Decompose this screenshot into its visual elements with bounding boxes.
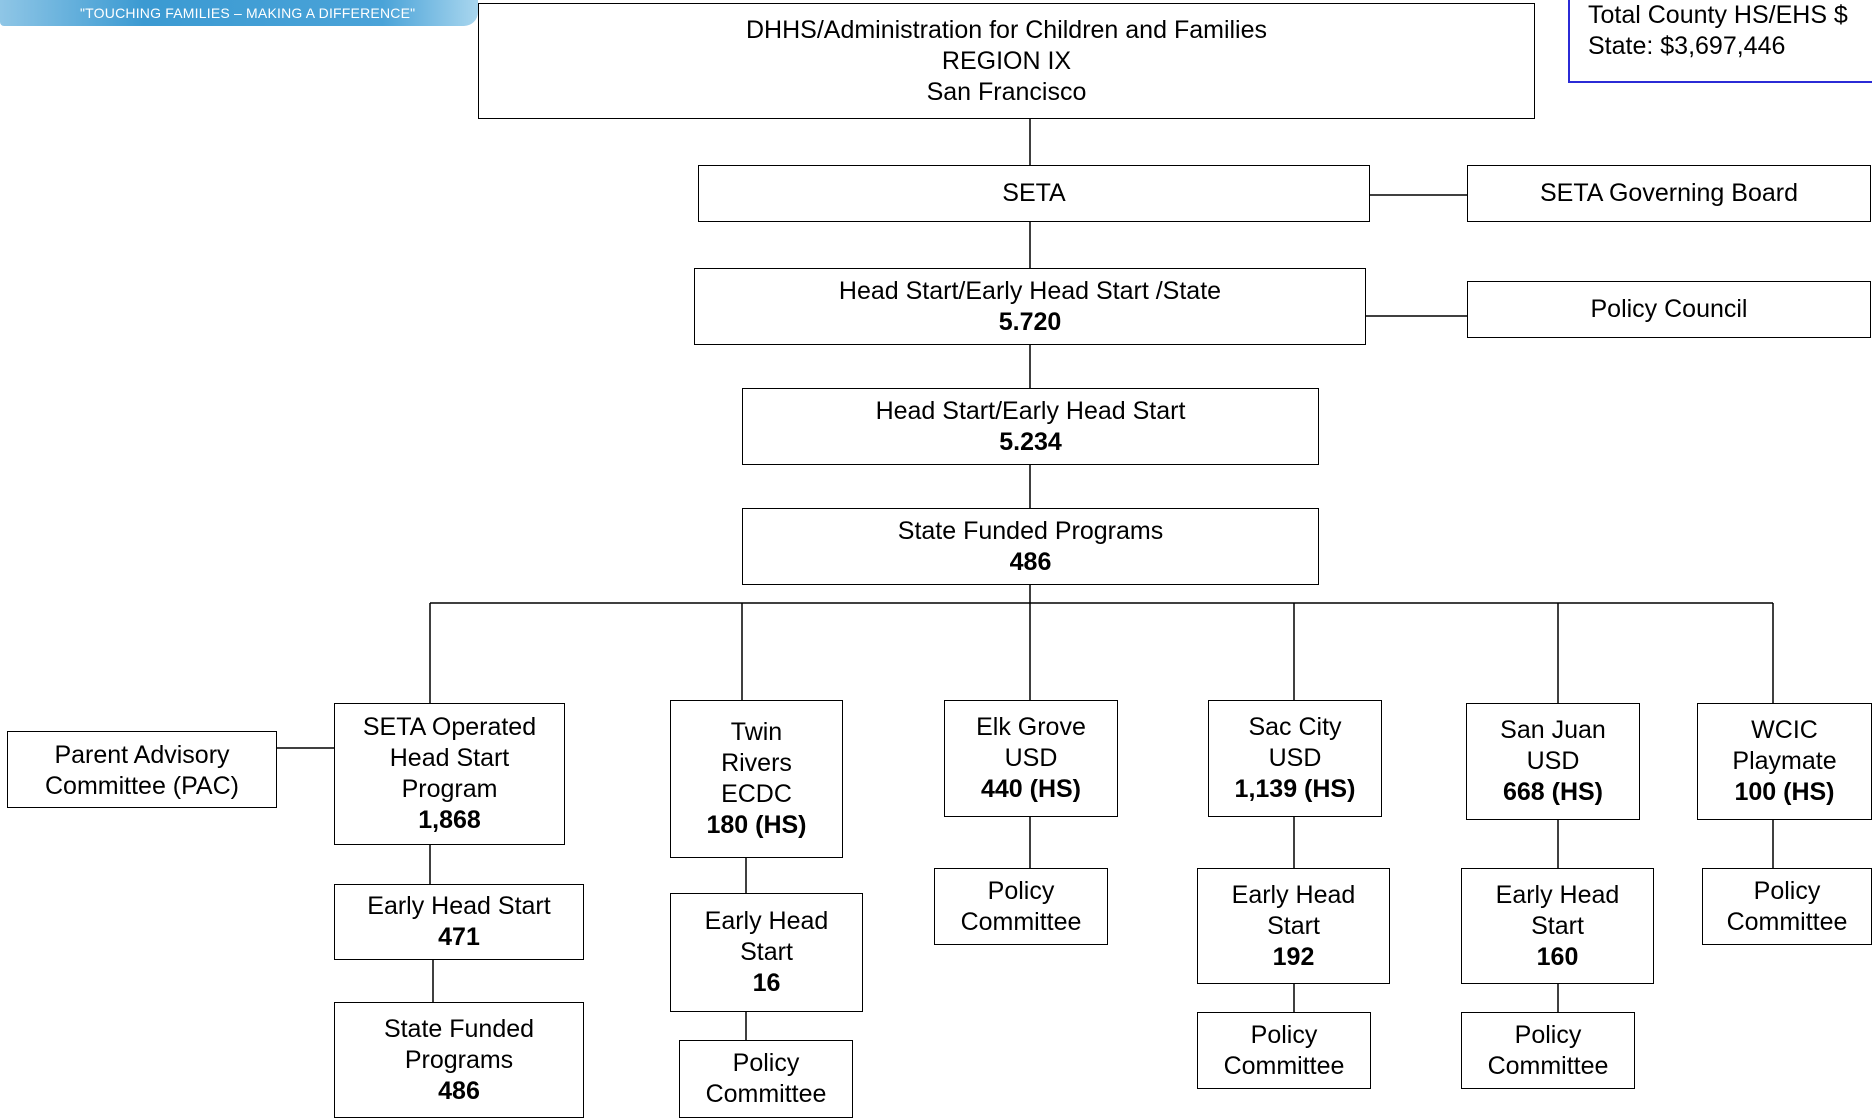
twin-rivers-box: Twin Rivers ECDC 180 (HS) — [670, 700, 843, 858]
sj-policy-line2: Committee — [1487, 1051, 1609, 1080]
seta-state-funded-line1: State Funded — [383, 1014, 535, 1043]
seta-operated-value: 1,868 — [418, 806, 481, 834]
elk-grove-box: Elk Grove USD 440 (HS) — [944, 700, 1118, 817]
san-juan-early-head-start-box: Early Head Start 160 — [1461, 868, 1654, 984]
sac-city-line1: Sac City — [1248, 713, 1342, 741]
wcic-policy-committee-box: Policy Committee — [1702, 868, 1872, 945]
hs-ehs-label: Head Start/Early Head Start — [875, 396, 1186, 425]
parent-advisory-committee-box: Parent Advisory Committee (PAC) — [7, 731, 277, 808]
elk-policy-committee-box: Policy Committee — [934, 868, 1108, 945]
sj-ehs-line2: Start — [1531, 911, 1584, 940]
funding-state-line: State: $3,697,446 — [1588, 32, 1786, 60]
sac-ehs-value: 192 — [1272, 942, 1315, 971]
sac-ehs-line1: Early Head — [1231, 880, 1356, 909]
seta-operated-line3: Program — [401, 775, 498, 803]
wcic-policy-line1: Policy — [1753, 876, 1821, 905]
seta-operated-line1: SETA Operated — [362, 713, 537, 741]
twin-rivers-line3: ECDC — [721, 780, 792, 808]
twin-ehs-line1: Early Head — [704, 907, 829, 935]
seta-box: SETA — [698, 165, 1370, 222]
wcic-line1: WCIC — [1751, 716, 1818, 744]
twin-rivers-line2: Rivers — [721, 749, 792, 777]
slogan-banner: "TOUCHING FAMILIES – MAKING A DIFFERENCE… — [0, 0, 478, 26]
dhhs-line2: REGION IX — [941, 46, 1072, 75]
hs-ehs-box: Head Start/Early Head Start 5.234 — [742, 388, 1319, 465]
seta-early-head-start-box: Early Head Start 471 — [334, 884, 584, 960]
funding-summary-box: Total County HS/EHS $ State: $3,697,446 — [1568, 0, 1872, 83]
san-juan-box: San Juan USD 668 (HS) — [1466, 703, 1640, 820]
seta-ehs-value: 471 — [438, 923, 480, 951]
policy-council-label: Policy Council — [1590, 295, 1748, 323]
hs-ehs-value: 5.234 — [999, 427, 1062, 456]
hs-ehs-state-box: Head Start/Early Head Start /State 5.720 — [694, 268, 1366, 345]
pac-line1: Parent Advisory — [54, 741, 230, 769]
twin-early-head-start-box: Early Head Start 16 — [670, 893, 863, 1012]
hs-ehs-state-label: Head Start/Early Head Start /State — [838, 276, 1222, 305]
seta-operated-line2: Head Start — [389, 744, 510, 772]
slogan-text: "TOUCHING FAMILIES – MAKING A DIFFERENCE… — [80, 5, 416, 21]
elk-grove-value: 440 (HS) — [980, 775, 1082, 803]
seta-label: SETA — [1002, 179, 1066, 207]
sac-early-head-start-box: Early Head Start 192 — [1197, 868, 1390, 984]
seta-state-funded-value: 486 — [438, 1076, 480, 1105]
wcic-playmate-box: WCIC Playmate 100 (HS) — [1697, 703, 1872, 820]
seta-governing-board-label: SETA Governing Board — [1539, 179, 1798, 207]
sac-policy-line2: Committee — [1223, 1051, 1345, 1080]
sac-city-box: Sac City USD 1,139 (HS) — [1208, 700, 1382, 817]
sac-policy-committee-box: Policy Committee — [1197, 1012, 1371, 1089]
wcic-value: 100 (HS) — [1734, 778, 1835, 806]
hs-ehs-state-value: 5.720 — [998, 307, 1062, 336]
elk-grove-line1: Elk Grove — [976, 713, 1086, 741]
san-juan-policy-committee-box: Policy Committee — [1461, 1012, 1635, 1089]
wcic-line2: Playmate — [1732, 747, 1837, 775]
policy-council-box: Policy Council — [1467, 281, 1871, 338]
elk-grove-line2: USD — [1004, 744, 1058, 772]
state-funded-programs-box: State Funded Programs 486 — [742, 508, 1319, 585]
sac-city-value: 1,139 (HS) — [1234, 775, 1356, 803]
elk-policy-line2: Committee — [960, 907, 1082, 936]
seta-state-funded-line2: Programs — [404, 1045, 514, 1074]
san-juan-value: 668 (HS) — [1502, 778, 1604, 806]
sj-policy-line1: Policy — [1514, 1020, 1582, 1049]
sac-policy-line1: Policy — [1250, 1020, 1318, 1049]
dhhs-line1: DHHS/Administration for Children and Fam… — [745, 15, 1268, 44]
seta-operated-box: SETA Operated Head Start Program 1,868 — [334, 703, 565, 845]
san-juan-line2: USD — [1526, 747, 1580, 775]
seta-ehs-label: Early Head Start — [367, 892, 551, 920]
dhhs-line3: San Francisco — [926, 77, 1087, 106]
twin-ehs-value: 16 — [752, 969, 781, 997]
elk-policy-line1: Policy — [987, 876, 1055, 905]
seta-governing-board-box: SETA Governing Board — [1467, 165, 1871, 222]
sac-ehs-line2: Start — [1267, 911, 1320, 940]
state-funded-value: 486 — [1009, 547, 1052, 576]
sj-ehs-value: 160 — [1536, 942, 1579, 971]
twin-policy-committee-box: Policy Committee — [679, 1040, 853, 1118]
twin-policy-line2: Committee — [705, 1080, 827, 1108]
sac-city-line2: USD — [1268, 744, 1322, 772]
funding-total-line: Total County HS/EHS $ — [1588, 1, 1848, 29]
sj-ehs-line1: Early Head — [1495, 880, 1620, 909]
dhhs-box: DHHS/Administration for Children and Fam… — [478, 3, 1535, 119]
twin-rivers-line1: Twin — [730, 718, 783, 746]
state-funded-label: State Funded Programs — [897, 516, 1164, 545]
seta-state-funded-box: State Funded Programs 486 — [334, 1002, 584, 1118]
twin-policy-line1: Policy — [732, 1049, 800, 1077]
twin-rivers-value: 180 (HS) — [706, 811, 807, 839]
twin-ehs-line2: Start — [740, 938, 793, 966]
pac-line2: Committee (PAC) — [44, 772, 239, 799]
san-juan-line1: San Juan — [1500, 716, 1606, 744]
wcic-policy-line2: Committee — [1726, 907, 1848, 936]
